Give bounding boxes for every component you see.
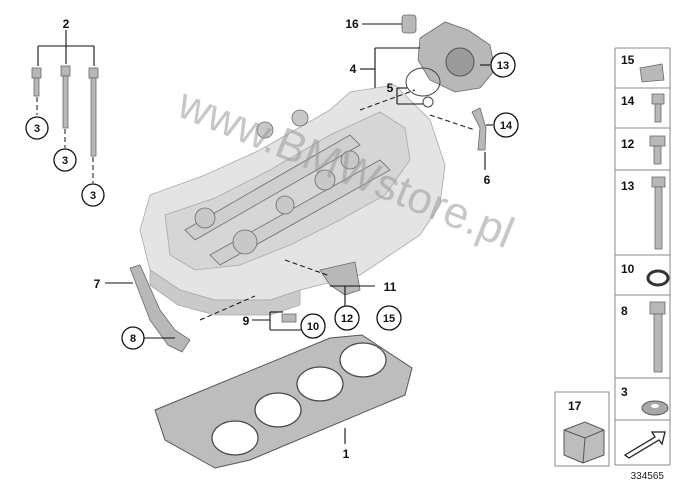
callout-16: 16 [345, 17, 359, 31]
callout-8: 8 [130, 333, 136, 345]
callout-3-b: 3 [62, 155, 68, 167]
callout-7: 7 [94, 277, 101, 291]
guide-rail-7 [129, 264, 191, 353]
callout-14: 14 [500, 120, 513, 132]
callout-2: 2 [63, 17, 70, 31]
callout-10: 10 [307, 321, 319, 333]
image-number: 334565 [631, 471, 665, 482]
plug-16 [401, 14, 417, 34]
bracket-11 [319, 261, 361, 296]
callout-3-c: 3 [90, 190, 96, 202]
callout-9: 9 [243, 314, 250, 328]
sensor-9 [281, 313, 297, 323]
bracket-6 [471, 107, 487, 151]
callout-4: 4 [350, 62, 357, 76]
legend-8: 8 [621, 304, 628, 318]
leader-lines [36, 23, 493, 444]
callout-6: 6 [484, 173, 491, 187]
kit-17: 17 [554, 391, 610, 467]
legend-15: 15 [621, 53, 635, 67]
callout-5: 5 [387, 81, 394, 95]
callout-1: 1 [343, 447, 350, 461]
gasket-5 [405, 67, 441, 97]
legend-14: 14 [621, 94, 635, 108]
housing-assembly [401, 14, 496, 108]
legend-column: 15 14 12 13 10 8 3 [614, 47, 671, 466]
callout-15: 15 [383, 313, 395, 325]
callout-3-a: 3 [34, 123, 40, 135]
legend-13: 13 [621, 179, 635, 193]
legend-3: 3 [621, 385, 628, 399]
callouts: 2 16 4 5 6 7 9 11 1 3 3 3 13 14 8 10 12 … [25, 17, 519, 461]
legend-10: 10 [621, 262, 635, 276]
kit-label: 17 [568, 399, 582, 413]
callout-12: 12 [341, 313, 353, 325]
head-gasket [154, 334, 413, 469]
callout-11: 11 [384, 280, 397, 294]
legend-12: 12 [621, 137, 635, 151]
callout-13: 13 [497, 60, 509, 72]
bolts-2 [31, 65, 99, 157]
cylinder-head [139, 84, 446, 316]
